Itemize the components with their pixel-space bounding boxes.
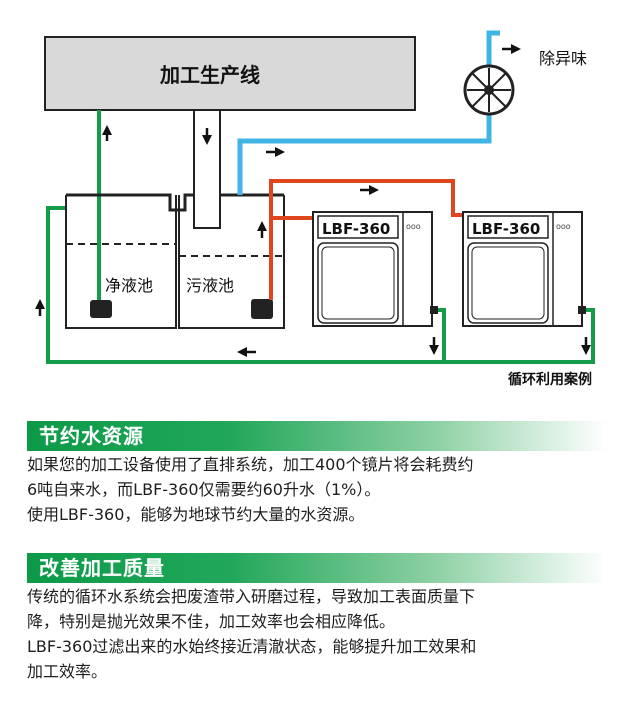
unit-1-indicator-dots: ooo: [406, 222, 421, 231]
production-line-label: 加工生产线: [159, 63, 260, 87]
section-2-line-1: 传统的循环水系统会把废渣带入研磨过程，导致加工表面质量下: [27, 587, 476, 606]
unit-2-indicator-dots: ooo: [556, 222, 571, 231]
flow-arrows: [35, 44, 591, 357]
red-feed-pipe: [269, 179, 465, 300]
unit-1-outlet: [430, 306, 438, 314]
unit-1-model: LBF-360: [322, 220, 390, 238]
section-2-line-3: LBF-360过滤出来的水始终接近清澈状态，能够提升加工效果和: [27, 637, 477, 656]
section-1-line-1: 如果您的加工设备使用了直排系统，加工400个镜片将会耗费约: [27, 455, 474, 474]
lbf-unit-2: [462, 211, 583, 327]
diagram-caption: 循环利用案例: [508, 371, 592, 388]
section-2-header: 改善加工质量: [27, 553, 607, 583]
section-1-line-3: 使用LBF-360，能够为地球节约大量的水资源。: [27, 505, 365, 524]
blue-exhaust-pipe: [237, 30, 500, 195]
green-unit1-link: [432, 308, 446, 362]
section-1-line-2: 6吨自来水，而LBF-360仅需要约60升水（1%）。: [27, 480, 381, 499]
unit-2-outlet: [578, 306, 586, 314]
section-1-title: 节约水资源: [39, 424, 144, 448]
deodorize-label: 除异味: [539, 49, 587, 68]
fan-icon: [463, 64, 515, 116]
section-2-line-4: 加工效率。: [27, 662, 108, 681]
clean-tank: [65, 195, 177, 329]
section-2-title: 改善加工质量: [39, 556, 165, 580]
dirty-tank: [178, 195, 285, 329]
lbf-unit-1: [312, 211, 433, 327]
drain-pipe: [193, 109, 221, 229]
production-line-box: [44, 36, 416, 111]
recycling-diagram: 加工生产线 净液池 污液池 除异味: [35, 30, 595, 388]
section-1-header: 节约水资源: [27, 421, 607, 451]
section-2-line-2: 降，特别是抛光效果不佳，加工效率也会相应降低。: [27, 612, 396, 631]
clean-tank-label: 净液池: [105, 276, 153, 295]
green-return-loop: [46, 206, 595, 364]
dirty-tank-label: 污液池: [186, 276, 234, 295]
unit-2-model: LBF-360: [472, 220, 540, 238]
